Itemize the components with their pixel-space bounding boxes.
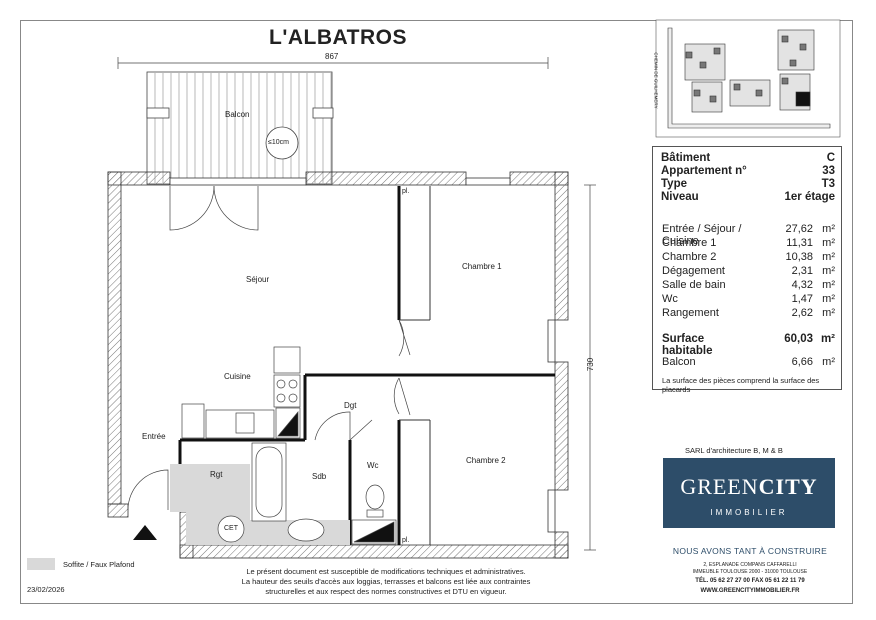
room-label-wc: Wc [367,461,379,470]
greencity-logo: GREENCITY IMMOBILIER [663,458,835,528]
area-name: Entrée / Séjour / Cuisine [662,223,742,247]
room-label-entree: Entrée [142,432,166,441]
surface-value: 60,03 [784,333,813,345]
balcon-unit: m² [822,356,835,368]
disclaimer-line: structurelles et aux respect des normes … [265,587,507,596]
batiment-value: C [826,152,835,164]
area-name: Salle de bain [662,279,726,291]
type-row: Type T3 [661,178,835,190]
surface-habitable-row: Surface habitable 60,03 m² [662,333,835,357]
room-label-chambre2: Chambre 2 [466,456,506,465]
logo-website: WWW.GREENCITYIMMOBILIER.FR [700,588,800,594]
height-dimension-label: 730 [586,357,596,372]
area-name: Chambre 1 [662,237,717,249]
logo-phone: TÉL. 05 62 27 27 00 FAX 05 61 22 11 79 [695,578,805,584]
room-label-dgt: Dgt [344,401,357,410]
area-unit: m² [822,223,835,235]
balcon-area-row: Balcon 6,66 m² [662,356,835,368]
area-value: 1,47 [791,293,813,305]
project-title: L'ALBATROS [269,26,407,49]
area-value: 10,38 [785,251,813,263]
logo-address-1: 2, ESPLANADE COMPANS CAFFARELLI [703,562,797,568]
area-value: 2,62 [791,307,813,319]
room-label-rgt: Rgt [210,470,223,479]
placard-label-2: pl. [402,537,410,544]
disclaimer-line: Le présent document est susceptible de m… [246,567,526,576]
page-frame [20,20,853,604]
surface-label: Surface habitable [662,333,713,357]
area-row: Chambre 1 11,31 m² [662,237,835,249]
surface-note: La surface des pièces comprend la surfac… [662,376,820,394]
area-value: 4,32 [791,279,813,291]
windows [169,177,556,533]
niveau-row: Niveau 1er étage [661,191,835,203]
balcony [146,71,334,185]
disclaimer-line: La hauteur des seuils d'accès aux loggia… [241,577,531,586]
height-dimension [584,184,596,551]
entrance-arrow [133,525,157,540]
area-row: Rangement 2,62 m² [662,307,835,319]
batiment-row: Bâtiment C [661,152,835,164]
logo-wordmark: GREENCITY [680,474,818,499]
cupboard-walls [399,186,431,545]
doors [127,185,411,511]
disclaimer: Le présent document est susceptible de m… [226,567,546,597]
area-value: 27,62 [785,223,813,235]
document-date: 23/02/2026 [27,585,65,594]
room-label-cet: CET [224,525,238,532]
niveau-value: 1er étage [784,191,835,203]
area-row: Dégagement 2,31 m² [662,265,835,277]
appartement-row: Appartement n° 33 [661,165,835,177]
exterior-walls [107,171,569,559]
balcon-value: 6,66 [791,356,813,368]
logo-subtitle: IMMOBILIER [710,508,788,517]
location-map [655,19,841,138]
room-label-sejour: Séjour [246,275,270,284]
batiment-label: Bâtiment [661,152,711,164]
area-row: Salle de bain 4,32 m² [662,279,835,291]
area-unit: m² [822,265,835,277]
bathroom-fixtures [217,442,397,545]
area-row: Entrée / Séjour / Cuisine 27,62 m² [662,223,835,247]
legend-label: Soffite / Faux Plafond [63,560,135,569]
type-label: Type [661,178,687,190]
area-unit: m² [822,279,835,291]
legend-swatch [27,558,55,570]
area-unit: m² [822,307,835,319]
width-dimension-label: 867 [325,52,339,61]
placard-label-1: pl. [402,188,410,195]
area-row: Wc 1,47 m² [662,293,835,305]
area-value: 11,31 [786,237,813,249]
area-name: Wc [662,293,678,305]
logo-tagline: NOUS AVONS TANT À CONSTRUIRE [672,546,828,556]
room-label-balcon: Balcon [225,110,250,119]
balcon-label: Balcon [662,356,696,368]
balcon-threshold-note: ≤10cm [268,139,289,146]
room-label-chambre1: Chambre 1 [462,262,502,271]
area-name: Chambre 2 [662,251,717,263]
area-unit: m² [822,237,835,249]
apartment-info-table: Bâtiment C Appartement n° 33 Type T3 Niv… [652,146,842,394]
surface-unit: m² [820,333,835,345]
room-label-cuisine: Cuisine [224,372,251,381]
kitchen-fixtures [181,346,301,439]
architect-label: SARL d'architecture B, M & B [685,446,783,455]
area-unit: m² [822,293,835,305]
appartement-value: 33 [822,165,835,177]
map-street-label: CHEMIN DE GUILHEMERY [653,52,659,109]
width-dimension [117,57,549,69]
area-unit: m² [822,251,835,263]
area-row: Chambre 2 10,38 m² [662,251,835,263]
niveau-label: Niveau [661,191,699,203]
area-name: Rangement [662,307,719,319]
logo-address-2: IMMEUBLE TOULOUSE 2000 - 31000 TOULOUSE [692,569,808,575]
area-value: 2,31 [791,265,813,277]
area-name: Dégagement [662,265,725,277]
appartement-label: Appartement n° [661,165,747,177]
type-value: T3 [821,178,835,190]
room-label-sdb: Sdb [312,472,327,481]
